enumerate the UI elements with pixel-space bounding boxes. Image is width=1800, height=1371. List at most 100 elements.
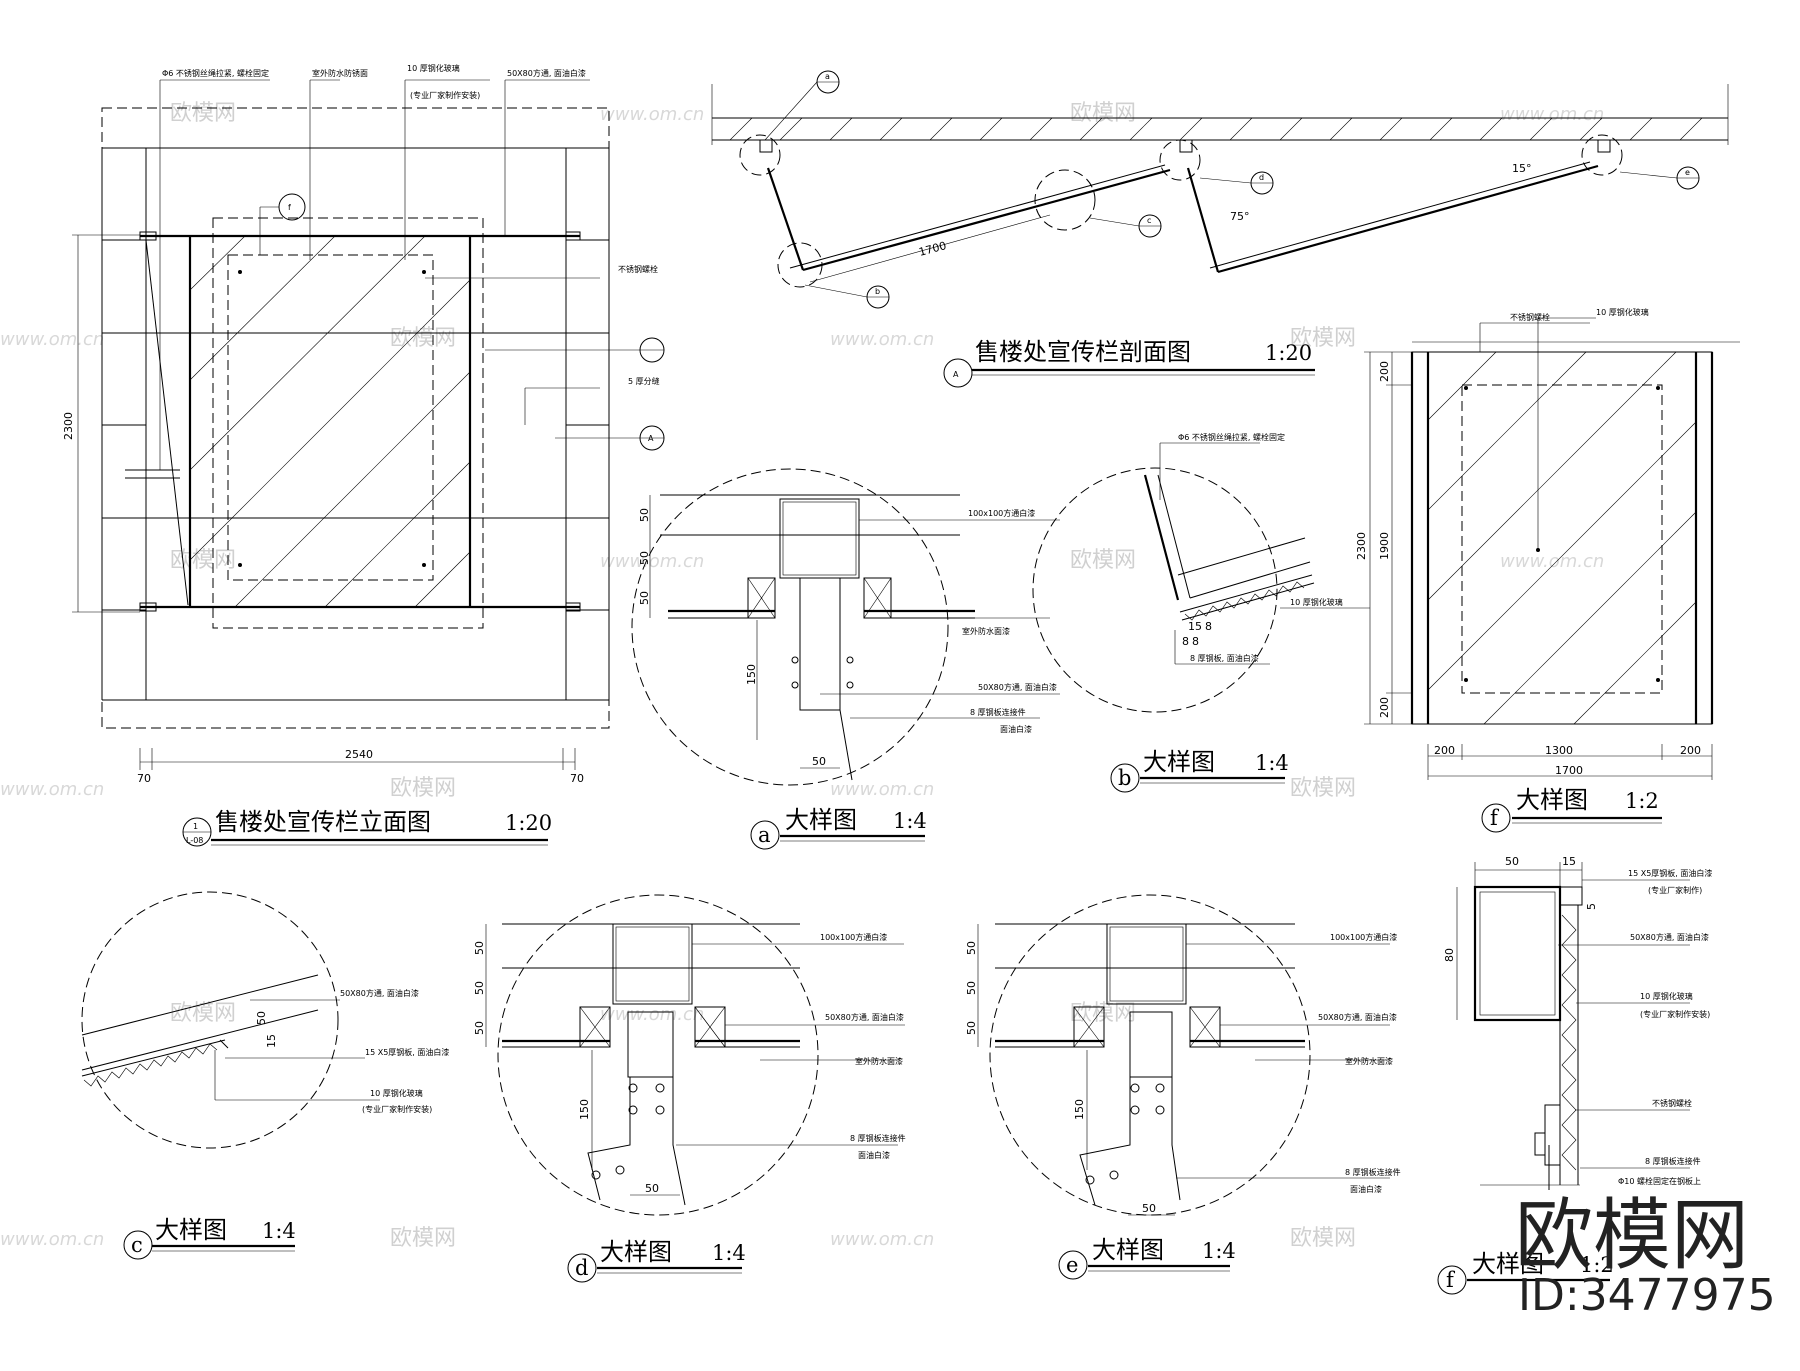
detail-b-title: 大样图 [1143, 748, 1215, 776]
detail-d-dim-4: 150 [578, 1099, 591, 1120]
detail-f-note-glass: 10 厚钢化玻璃 [1596, 307, 1649, 317]
detail-e-dim-1: 50 [965, 941, 978, 955]
section-marker-b-label: b [875, 287, 880, 296]
detail-c-title: 大样图 [155, 1216, 227, 1244]
detail-c-note-4: (专业厂家制作安装) [362, 1104, 432, 1114]
watermark-url: www.om.cn [0, 1229, 104, 1250]
detail-e-note-5: 面油白漆 [1350, 1184, 1382, 1194]
detail-e-dim-3: 50 [965, 1021, 978, 1035]
detail-f-dim-height: 2300 [1355, 532, 1368, 560]
detail-d-title: 大样图 [600, 1238, 672, 1266]
detail-a-note-1: 100x100方通白漆 [968, 508, 1035, 518]
detail-f-tag-label: f [1490, 806, 1500, 830]
detail-a-note-2: 室外防水面漆 [962, 626, 1010, 636]
section-tag-label: A [953, 370, 959, 379]
brand-logo: 欧模网 ID:3477975 [1515, 1191, 1776, 1321]
detail-f-dim-total: 1700 [1555, 764, 1583, 777]
detail-a-note-5: 面油白漆 [1000, 724, 1032, 734]
detail-b-tag-label: b [1118, 766, 1131, 790]
detail-f2-note-6: 不锈钢螺栓 [1652, 1098, 1692, 1108]
section-tag [943, 358, 973, 388]
detail-d-dim-1: 50 [473, 941, 486, 955]
detail-b-tag [1110, 763, 1140, 793]
detail-a-title: 大样图 [785, 806, 857, 834]
detail-f-top: 不锈钢螺栓 10 厚钢化玻璃 2300 1900 200 200 200 130… [1355, 307, 1740, 833]
watermark-brand: 欧模网 [390, 1226, 456, 1251]
detail-d-dim-2: 50 [473, 981, 486, 995]
watermark-url: www.om.cn [830, 1229, 934, 1250]
watermark-brand: 欧模网 [170, 1001, 236, 1026]
watermark-brand: 欧模网 [1070, 548, 1136, 573]
note-bolt: 不锈钢螺栓 [618, 264, 658, 274]
glass-hatch [1427, 351, 1697, 725]
detail-e-note-2: 50X80方通, 面油白漆 [1318, 1012, 1397, 1022]
detail-f-dim-w1: 200 [1434, 744, 1455, 757]
detail-e-dim-5: 50 [1142, 1202, 1156, 1215]
elevation-tag-top: 1 [193, 822, 198, 831]
detail-f2-note-7: 8 厚钢板连接件 [1645, 1156, 1701, 1166]
detail-c-note-3: 10 厚钢化玻璃 [370, 1088, 423, 1098]
elevation-drawing: 2300 2540 70 70 Φ6 不锈钢丝绳拉紧, 螺栓固定 室外防水防锈面… [62, 63, 665, 847]
watermark-url: www.om.cn [0, 779, 104, 800]
watermark-url: www.om.cn [600, 551, 704, 572]
detail-d-tag [567, 1253, 597, 1283]
detail-d-tag-label: d [575, 1256, 588, 1280]
detail-a-tag-label: a [758, 823, 771, 847]
glass-hatch [189, 235, 471, 608]
detail-e-tag [1058, 1250, 1088, 1280]
detail-a-dim-3: 50 [638, 591, 651, 605]
brand-logo-id: ID:3477975 [1518, 1270, 1776, 1321]
elevation-boundary [101, 107, 610, 729]
watermark-brand: 欧模网 [1290, 776, 1356, 801]
elevation-scale: 1:20 [505, 811, 552, 835]
detail-a: 50 50 50 150 50 100x100方通白漆 室外防水面漆 50X80… [631, 468, 1060, 850]
section-scale: 1:20 [1265, 341, 1312, 365]
dim-height: 2300 [62, 412, 75, 440]
detail-f2-scale: 1:2 [1580, 1253, 1614, 1277]
elevation-tag-bottom: L-08 [186, 836, 203, 845]
detail-a-dim-5: 50 [812, 755, 826, 768]
detail-a-dim-4: 150 [745, 664, 758, 685]
section-markers: a b c d e [764, 70, 1700, 309]
detail-f2-note-3: 50X80方通, 面油白漆 [1630, 932, 1709, 942]
detail-c-tag-label: c [131, 1233, 143, 1257]
detail-f2-tag-label: f [1446, 1268, 1456, 1292]
watermark-brand: 欧模网 [390, 326, 456, 351]
detail-d-scale: 1:4 [712, 1241, 746, 1265]
detail-a-scale: 1:4 [893, 809, 927, 833]
dim-angle-75: 75° [1230, 210, 1250, 223]
section-marker-c-label: c [1147, 216, 1151, 225]
watermark-brand: 欧模网 [170, 548, 236, 573]
note-cable: Φ6 不锈钢丝绳拉紧, 螺栓固定 [162, 68, 269, 78]
dim-angle-15: 15° [1512, 162, 1532, 175]
watermark-url: www.om.cn [1500, 104, 1604, 125]
detail-c-note-1: 50X80方通, 面油白漆 [340, 988, 419, 998]
watermark-url: www.om.cn [1500, 551, 1604, 572]
note-gap: 5 厚分缝 [628, 376, 660, 386]
detail-c: 50X80方通, 面油白漆 15 X5厚钢板, 面油白漆 10 厚钢化玻璃 (专… [81, 891, 449, 1260]
watermark-layer: 欧模网 欧模网 www.om.cn www.om.cn 欧模网 欧模网 www.… [0, 101, 1604, 1251]
detail-b-dim-4: 8 [1205, 620, 1212, 633]
watermark-brand: 欧模网 [170, 101, 236, 126]
dim-right: 70 [570, 772, 584, 785]
detail-f2-note-4: 10 厚钢化玻璃 [1640, 991, 1693, 1001]
watermark-brand: 欧模网 [1070, 101, 1136, 126]
detail-f-bottom: 50 15 80 5 15 X5厚钢板, 面油白漆 (专业厂家制作) 50X80… [1437, 855, 1712, 1295]
glass-zigzag [1184, 581, 1305, 621]
slab-hatch [729, 117, 1703, 141]
detail-d-note-1: 100x100方通白漆 [820, 932, 887, 942]
detail-d-note-4: 8 厚钢板连接件 [850, 1133, 906, 1143]
watermark-brand: 欧模网 [1070, 1001, 1136, 1026]
detail-a-dim-1: 50 [638, 508, 651, 522]
detail-f2-note-8: Φ10 螺栓固定在钢板上 [1618, 1176, 1701, 1186]
detail-e: 50 50 50 150 50 100x100方通白漆 50X80方通, 面油白… [965, 894, 1401, 1280]
watermark-url: www.om.cn [830, 329, 934, 350]
watermark-brand: 欧模网 [1290, 1226, 1356, 1251]
detail-b-note-1: Φ6 不锈钢丝绳拉紧, 螺栓固定 [1178, 432, 1285, 442]
elevation-title: 售楼处宣传栏立面图 [215, 808, 431, 836]
detail-d-dim-5: 50 [645, 1182, 659, 1195]
marker-section-label: A [648, 434, 654, 443]
dim-left: 70 [137, 772, 151, 785]
detail-b-dim-2: 8 [1192, 635, 1199, 648]
